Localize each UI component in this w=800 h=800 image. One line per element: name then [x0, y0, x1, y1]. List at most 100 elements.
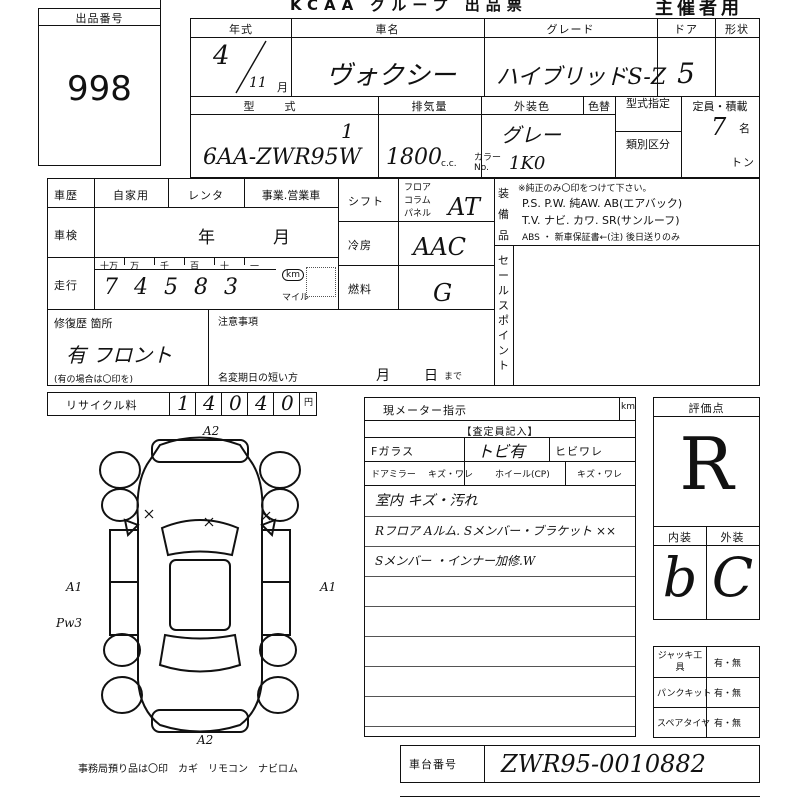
- jack-label: ジャッキ工具: [657, 651, 703, 673]
- digit-unit: 十: [220, 262, 230, 272]
- history-option-private: 自家用: [113, 189, 149, 202]
- shift-option-column: コラム: [404, 196, 431, 206]
- mileage-digit: 5: [164, 275, 178, 300]
- type-designation-label: 型式指定: [626, 97, 670, 110]
- ac-label: 冷房: [348, 239, 372, 252]
- comment-rule: [365, 696, 635, 697]
- comment-rule: [365, 726, 635, 727]
- notes-month: 月: [376, 368, 390, 384]
- diagram-mark-front: A2: [203, 424, 220, 438]
- office-note: 事務局預り品は〇印 カギ リモコン ナビロム: [78, 764, 298, 775]
- chassis-box: 車台番号 ZWR95-0010882: [400, 745, 760, 783]
- shift-option-panel: パネル: [404, 209, 432, 219]
- inspection-month: 月: [273, 228, 290, 248]
- f-glass-label: Fガラス: [371, 445, 415, 458]
- interior-label: 内装: [668, 531, 692, 544]
- puncture-options: 有・無: [714, 689, 742, 699]
- shift-label: シフト: [348, 195, 384, 208]
- chassis-value: ZWR95-0010882: [501, 750, 706, 778]
- year-value: 4: [213, 41, 230, 71]
- mileage-digit: 4: [134, 275, 148, 300]
- recycle-digit: 4: [255, 391, 268, 415]
- model-mark: 1: [341, 119, 354, 143]
- lot-number-value: 998: [67, 69, 132, 109]
- rating-box: 評価点 R 内装 外装 b C: [653, 397, 760, 620]
- year-label: 年式: [229, 23, 253, 36]
- name-value: ヴォクシー: [326, 61, 457, 91]
- grade-value: ハイブリッドS-Z: [496, 65, 667, 90]
- capacity-value: 7: [711, 113, 727, 141]
- diagram-mark-pw: Pw3: [56, 616, 82, 630]
- digit-unit: 十万: [100, 262, 119, 272]
- cc-value: 1800: [386, 145, 442, 170]
- history-label: 車歴: [54, 189, 78, 202]
- comment-rule: [365, 576, 635, 577]
- color-no-label: カラーNo.: [474, 153, 502, 173]
- equipment-line-3: ABS ・ 新車保証書←(注) 後日送りのみ: [522, 233, 681, 243]
- digit-unit: 百: [190, 262, 200, 272]
- inspection-year: 年: [198, 228, 215, 248]
- wheel-state: キズ・ワレ: [577, 470, 623, 480]
- ac-value: AAC: [413, 233, 467, 261]
- wheel-label: ホイール(CP): [495, 470, 550, 480]
- model-value: 6AA-ZWR95W: [203, 145, 362, 170]
- color-change-label: 色替: [588, 100, 610, 113]
- history-option-rental: レンタ: [188, 189, 224, 202]
- diagram-mark-right: A1: [320, 580, 337, 594]
- tools-box: ジャッキ工具 有・無 パンクキット 有・無 スペアタイヤ 有・無: [653, 646, 760, 738]
- category-label: 類別区分: [626, 138, 670, 151]
- car-diagram: [99, 436, 301, 733]
- digit-unit: 千: [160, 262, 170, 272]
- comment-1: 室内 キズ・汚れ: [375, 493, 478, 509]
- inspection-label: 車検: [54, 229, 78, 242]
- repair-value: 有 フロント: [66, 343, 173, 367]
- chassis-label: 車台番号: [409, 758, 457, 771]
- puncture-label: パンクキット: [657, 689, 712, 699]
- unit-km: km: [282, 269, 304, 281]
- mirror-state: キズ・ワレ: [428, 470, 474, 480]
- month-value: 11: [249, 75, 267, 91]
- diagram-mark-rear: A2: [197, 733, 214, 747]
- recycle-label: リサイクル料: [66, 399, 138, 412]
- color-value: グレー: [501, 123, 561, 147]
- organizer-label: 主催者用: [655, 0, 743, 19]
- inspection-title: 【査定員記入】: [461, 427, 539, 438]
- history-box: 車歴 自家用 レンタ 事業.営業車 車検 年 月 走行 km マイル シフト フ…: [47, 178, 760, 386]
- spare-label: スペアタイヤ: [657, 719, 711, 729]
- comment-rule: [365, 546, 635, 547]
- bottom-edge-line: [400, 796, 760, 797]
- equipment-line-2: T.V. ナビ. カワ. SR(サンルーフ): [522, 214, 680, 227]
- short-term-label: 名変期日の短い方: [218, 373, 298, 384]
- tonnage-unit: トン: [731, 156, 755, 169]
- chip-value: トビ有: [477, 442, 526, 461]
- capacity-unit: 名: [739, 122, 751, 135]
- fuel-label: 燃料: [348, 283, 372, 296]
- recycle-digit: 1: [177, 391, 190, 415]
- capacity-label: 定員・積載: [692, 100, 748, 113]
- recycle-digit: 0: [281, 391, 294, 415]
- spare-options: 有・無: [714, 719, 742, 729]
- digit-unit: 万: [130, 262, 140, 272]
- jack-options: 有・無: [714, 659, 742, 669]
- notes-label: 注意事項: [218, 317, 258, 328]
- lot-number-box: 出品番号 998: [38, 8, 161, 166]
- equipment-label: 装備品: [498, 187, 510, 242]
- color-label: 外装色: [514, 100, 550, 113]
- fuel-value: G: [433, 279, 453, 307]
- door-value: 5: [677, 57, 695, 90]
- shift-option-floor: フロア: [404, 183, 432, 193]
- equipment-note: ※純正のみ〇印をつけて下さい。: [518, 184, 652, 194]
- door-mirror-label: ドアミラー: [371, 470, 416, 480]
- cc-label: 排気量: [411, 100, 448, 113]
- rating-label: 評価点: [688, 402, 725, 415]
- mileage-label: 走行: [54, 279, 78, 292]
- model-label: 型式: [243, 100, 326, 113]
- equipment-line-1: P.S. P.W. 純AW. AB(エアバック): [522, 197, 683, 210]
- month-unit: 月: [277, 81, 289, 94]
- notes-day: 日: [424, 368, 438, 384]
- repair-label: 修復歴 箇所: [54, 317, 113, 330]
- mileage-dotted-box: [306, 267, 336, 297]
- mileage-digit: 3: [224, 275, 238, 300]
- exterior-label: 外装: [720, 531, 745, 544]
- diagram-mark-left: A1: [66, 580, 83, 594]
